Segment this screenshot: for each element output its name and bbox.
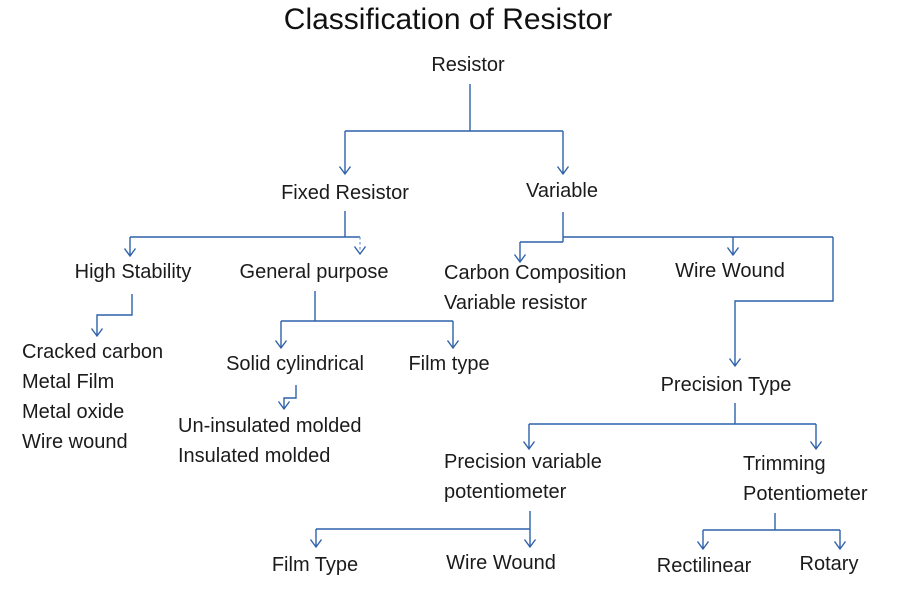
node-trimming-potentiometer: Trimming Potentiometer [743,449,868,509]
node-precision-variable-potentiometer: Precision variable potentiometer [444,447,602,507]
node-line: Trimming [743,453,826,475]
node-line: Variable resistor [444,292,588,314]
node-line: Carbon Composition [444,262,627,284]
node-line: Un-insulated molded [178,415,362,437]
connector-precision-type-split [522,403,823,451]
connector-fixed-split [123,211,367,258]
node-fixed-resistor: Fixed Resistor [281,182,409,204]
connector-high-stability-hook [90,294,133,338]
node-line: Precision variable [444,451,602,473]
node-solid-cylindrical-types: Un-insulated molded Insulated molded [178,411,361,471]
node-rectilinear: Rectilinear [656,555,752,577]
node-high-stability-types: Cracked carbon Metal Film Metal oxide Wi… [22,337,163,457]
connector-resistor-split [338,84,570,176]
node-line: Potentiometer [743,483,868,505]
node-wire-wound-variable: Wire Wound [675,260,785,282]
connector-trimming-split [696,513,847,551]
node-solid-cylindrical: Solid cylindrical [226,353,364,375]
node-variable: Variable [526,180,598,202]
node-line: Metal oxide [22,401,125,423]
node-rotary: Rotary [799,553,859,575]
node-carbon-composition-variable-resistor: Carbon Composition Variable resistor [444,258,626,318]
node-line: Metal Film [22,371,115,393]
node-line: Wire wound [22,431,128,453]
connector-variable-split [513,212,834,368]
connector-general-purpose-split [274,291,460,350]
connector-precision-variable-split [309,511,537,549]
node-film-type-precision: Film Type [271,554,359,576]
node-high-stability: High Stability [74,261,192,283]
node-line: Cracked carbon [22,341,164,363]
node-precision-type: Precision Type [660,374,792,396]
node-wire-wound-precision: Wire Wound [446,552,556,574]
connector-solid-cylindrical-hook [277,385,297,411]
node-resistor: Resistor [431,54,505,76]
diagram-title: Classification of Resistor [283,3,613,36]
node-line: Insulated molded [178,445,331,467]
node-line: potentiometer [444,481,567,503]
node-film-type-general: Film type [408,353,490,375]
node-general-purpose: General purpose [239,261,389,283]
